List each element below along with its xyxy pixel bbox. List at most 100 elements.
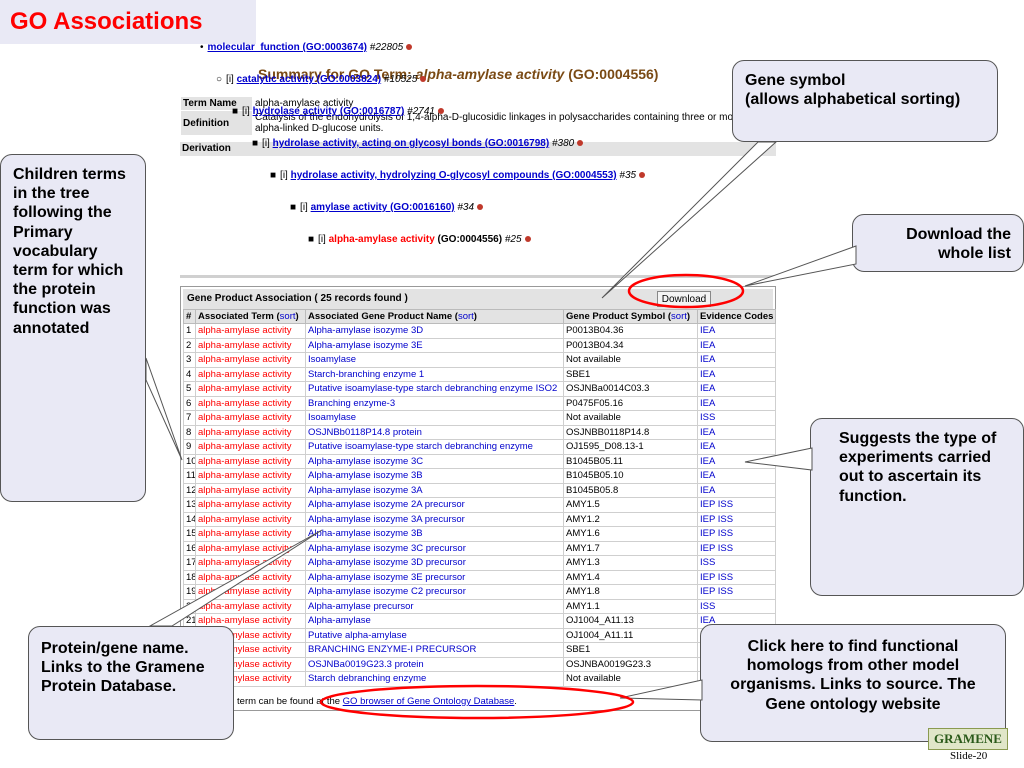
product-link[interactable]: Alpha-amylase isozyme 3E xyxy=(305,337,564,353)
evidence-link[interactable]: IEA xyxy=(697,482,776,498)
slide-title: GO Associations xyxy=(0,0,256,44)
tree-term-link[interactable]: amylase activity (GO:0016160) xyxy=(310,202,455,213)
info-dot-icon[interactable] xyxy=(477,204,484,211)
gene-product-table: # Associated Term (sort) Associated Gene… xyxy=(183,309,776,687)
symbol-cell: AMY1.2 xyxy=(563,511,698,527)
term-cell: alpha-amylase activity xyxy=(195,410,306,426)
go-browser-link[interactable]: GO browser of Gene Ontology Database xyxy=(342,696,515,707)
term-cell: alpha-amylase activity xyxy=(195,439,306,455)
tree-term-link[interactable]: hydrolase activity, acting on glycosyl b… xyxy=(272,138,550,149)
term-cell: alpha-amylase activity xyxy=(195,395,306,411)
info-dot-icon[interactable] xyxy=(437,108,444,115)
tree-bullet-icon: • xyxy=(200,42,204,53)
product-link[interactable]: Branching enzyme-3 xyxy=(305,395,564,411)
product-link[interactable]: Alpha-amylase isozyme C2 precursor xyxy=(305,584,564,600)
product-link[interactable]: Alpha-amylase isozyme 3E precursor xyxy=(305,569,564,585)
evidence-link[interactable]: ISS xyxy=(697,410,776,426)
product-link[interactable]: Alpha-amylase isozyme 3D precursor xyxy=(305,555,564,571)
product-link[interactable]: Alpha-amylase isozyme 3B xyxy=(305,526,564,542)
evidence-link[interactable]: IEA xyxy=(697,395,776,411)
sort-symbol-link[interactable]: sort xyxy=(671,311,687,322)
info-dot-icon[interactable] xyxy=(577,140,584,147)
row-number: 6 xyxy=(183,395,196,411)
evidence-link[interactable]: IEA xyxy=(697,352,776,368)
col-product: Associated Gene Product Name (sort) xyxy=(305,309,564,324)
product-link[interactable]: OSJNBb0118P14.8 protein xyxy=(305,424,564,440)
product-link[interactable]: Alpha-amylase isozyme 3B xyxy=(305,468,564,484)
product-link[interactable]: Starch debranching enzyme xyxy=(305,671,564,687)
download-button[interactable]: Download xyxy=(657,291,711,307)
evidence-link[interactable]: IEP ISS xyxy=(697,540,776,556)
sort-product-link[interactable]: sort xyxy=(457,311,474,322)
col-evidence: Evidence Codes xyxy=(697,309,776,324)
gramene-logo: GRAMENE xyxy=(928,728,1008,750)
term-cell: alpha-amylase activity xyxy=(195,323,306,339)
tree-count: #380 xyxy=(551,138,575,149)
product-link[interactable]: Alpha-amylase isozyme 2A precursor xyxy=(305,497,564,513)
evidence-link[interactable]: ISS xyxy=(697,555,776,571)
product-link[interactable]: Putative isoamylase-type starch debranch… xyxy=(305,439,564,455)
callout-homologs: Click here to find functional homologs f… xyxy=(700,624,1006,742)
product-link[interactable]: Alpha-amylase isozyme 3A precursor xyxy=(305,511,564,527)
sort-term-link[interactable]: sort xyxy=(279,311,296,322)
info-dot-icon[interactable] xyxy=(406,44,413,51)
evidence-link[interactable]: IEP ISS xyxy=(697,497,776,513)
term-cell: alpha-amylase activity xyxy=(195,337,306,353)
pointer-children xyxy=(145,357,183,461)
evidence-link[interactable]: IEP ISS xyxy=(697,584,776,600)
evidence-link[interactable]: IEA xyxy=(697,453,776,469)
evidence-link[interactable]: IEA xyxy=(697,323,776,339)
evidence-link[interactable]: IEA xyxy=(697,424,776,440)
product-link[interactable]: Alpha-amylase isozyme 3C xyxy=(305,453,564,469)
definition-label: Definition xyxy=(180,110,253,136)
term-name-label: Term Name xyxy=(180,96,253,111)
product-link[interactable]: Isoamylase xyxy=(305,410,564,426)
tree-term-link[interactable]: catalytic activity (GO:0003824) xyxy=(236,74,382,85)
term-cell: alpha-amylase activity xyxy=(195,584,306,600)
evidence-link[interactable]: IEP ISS xyxy=(697,511,776,527)
tree-term-link[interactable]: hydrolase activity, hydrolyzing O-glycos… xyxy=(290,170,617,181)
term-cell: alpha-amylase activity xyxy=(195,424,306,440)
derivation-item: ■[i] alpha-amylase activity (GO:0004556)… xyxy=(308,234,531,245)
evidence-link[interactable]: IEP ISS xyxy=(697,569,776,585)
product-link[interactable]: BRANCHING ENZYME-I PRECURSOR xyxy=(305,642,564,658)
product-link[interactable]: Putative alpha-amylase xyxy=(305,627,564,643)
product-link[interactable]: Alpha-amylase isozyme 3D xyxy=(305,323,564,339)
table-header-row: # Associated Term (sort) Associated Gene… xyxy=(183,309,776,324)
tree-prefix: [i] xyxy=(280,170,291,181)
symbol-cell: OSJNBA0019G23.3 xyxy=(563,656,698,672)
product-link[interactable]: Putative isoamylase-type starch debranch… xyxy=(305,381,564,397)
product-link[interactable]: Alpha-amylase xyxy=(305,613,564,629)
product-link[interactable]: Isoamylase xyxy=(305,352,564,368)
evidence-link[interactable]: IEA xyxy=(697,337,776,353)
tree-term-link[interactable]: molecular_function (GO:0003674) xyxy=(207,42,368,53)
product-link[interactable]: Alpha-amylase isozyme 3A xyxy=(305,482,564,498)
evidence-link[interactable]: ISS xyxy=(697,598,776,614)
info-dot-icon[interactable] xyxy=(524,236,531,243)
row-number: 19 xyxy=(183,584,196,600)
tree-count: #10525 xyxy=(383,74,418,85)
symbol-cell: P0475F05.16 xyxy=(563,395,698,411)
evidence-link[interactable]: IEP ISS xyxy=(697,526,776,542)
derivation-item: ■[i] hydrolase activity, hydrolyzing O-g… xyxy=(270,170,646,181)
product-link[interactable]: Starch-branching enzyme 1 xyxy=(305,366,564,382)
product-link[interactable]: Alpha-amylase precursor xyxy=(305,598,564,614)
product-link[interactable]: OSJNBa0019G23.3 protein xyxy=(305,656,564,672)
derivation-panel: Derivation •molecular_function (GO:00036… xyxy=(180,42,776,278)
evidence-link[interactable]: IEA xyxy=(697,366,776,382)
info-dot-icon[interactable] xyxy=(639,172,646,179)
gene-product-association-panel: Gene Product Association ( 25 records fo… xyxy=(180,286,776,711)
evidence-link[interactable]: IEA xyxy=(697,381,776,397)
evidence-link[interactable]: IEA xyxy=(697,468,776,484)
tree-term-link[interactable]: hydrolase activity (GO:0016787) xyxy=(252,106,405,117)
product-link[interactable]: Alpha-amylase isozyme 3C precursor xyxy=(305,540,564,556)
info-dot-icon[interactable] xyxy=(420,76,427,83)
evidence-link[interactable]: IEA xyxy=(697,439,776,455)
row-number: 10 xyxy=(183,453,196,469)
